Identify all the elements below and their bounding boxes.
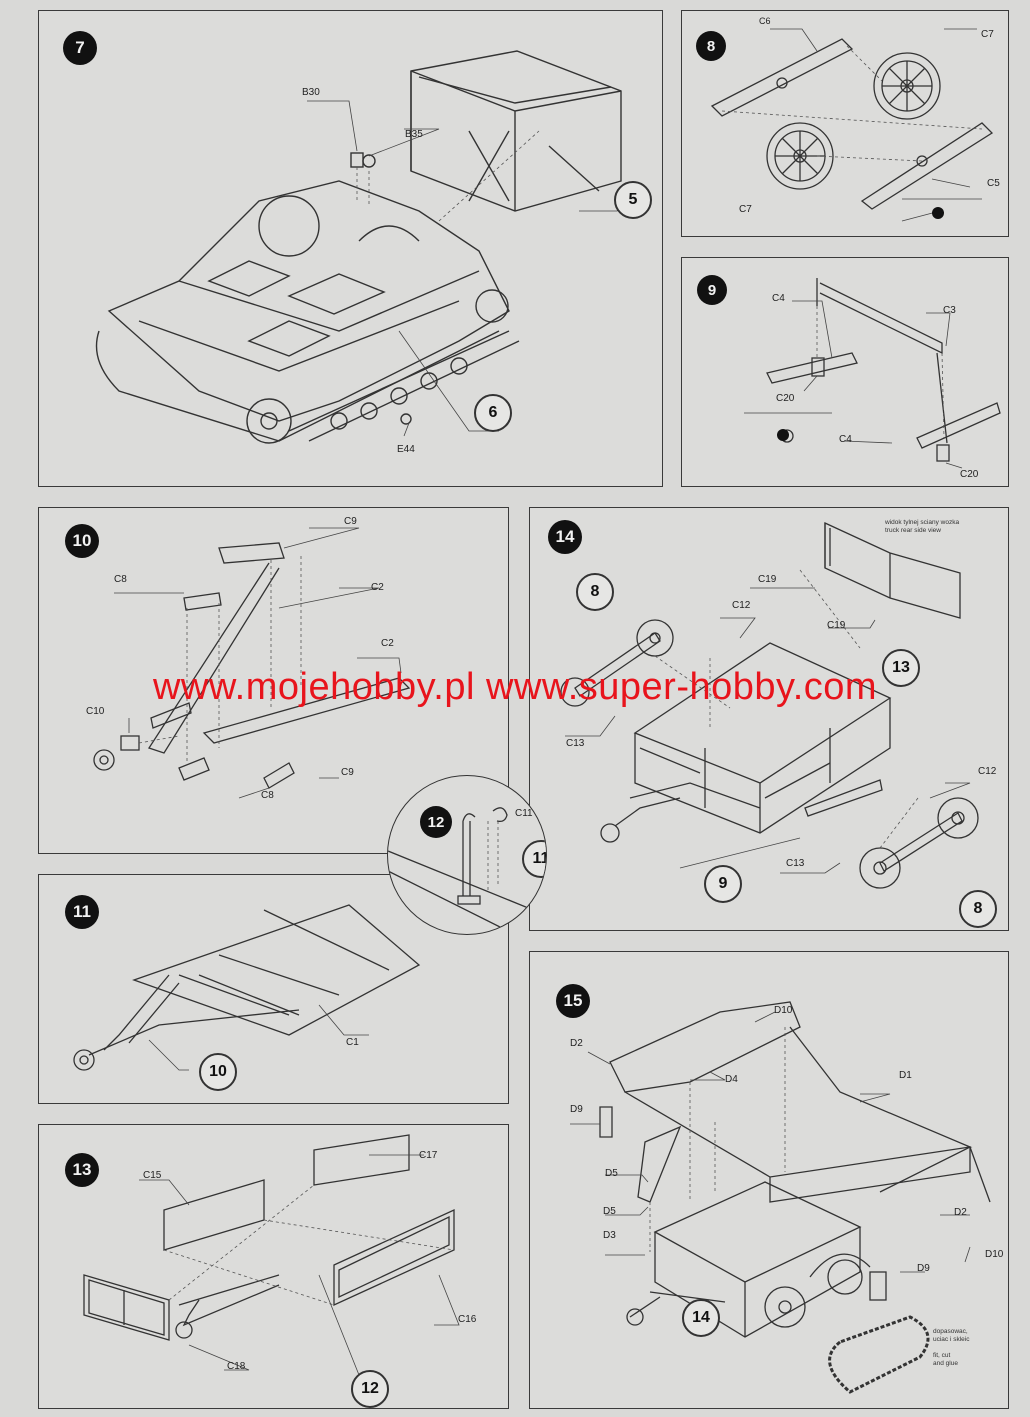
part-label-d5-top: D5: [605, 1168, 618, 1179]
step-15-panel: 15 D10 D2 D4 D1 D9 D5 D5 D3 D2 D10 D9 14…: [529, 951, 1009, 1409]
step-9-drawing: [744, 278, 1001, 469]
step-9-badge: 9: [697, 275, 727, 305]
ref-step-11: 11: [522, 840, 546, 878]
step-10-badge: 10: [65, 524, 99, 558]
part-label-c12-bottom: C12: [978, 766, 997, 777]
part-label-d1: D1: [899, 1070, 912, 1081]
part-label-d2-bottom: D2: [954, 1207, 967, 1218]
part-label-c6: C6: [759, 16, 771, 26]
part-label-c8-bottom: C8: [261, 790, 274, 801]
step-15-badge: 15: [556, 984, 590, 1018]
step-8-panel: 8 C6 C7 C5 C7: [681, 10, 1009, 237]
part-label-c13-top: C13: [566, 738, 585, 749]
part-label-d9-top: D9: [570, 1104, 583, 1115]
part-label-c11: C11: [515, 808, 533, 819]
part-label-d10-bottom: D10: [985, 1249, 1004, 1260]
part-label-c5: C5: [987, 178, 1000, 189]
part-label-d3: D3: [603, 1230, 616, 1241]
ref-step-14: 14: [682, 1299, 720, 1337]
step-12-badge: 12: [420, 806, 452, 838]
ref-step-9: 9: [704, 865, 742, 903]
glue-symbol: [777, 429, 789, 441]
part-label-c2-top: C2: [371, 582, 384, 593]
ref-step-10: 10: [199, 1053, 237, 1091]
step-10-drawing: [93, 527, 411, 799]
step-14-badge: 14: [548, 520, 582, 554]
ref-step-13: 13: [882, 649, 920, 687]
part-label-c17: C17: [419, 1150, 438, 1161]
part-label-c9-top: C9: [344, 516, 357, 527]
part-label-c1: C1: [346, 1037, 359, 1048]
part-label-d9-bottom: D9: [917, 1263, 930, 1274]
part-label-c15: C15: [143, 1170, 162, 1181]
part-label-c10: C10: [86, 706, 105, 717]
step-13-badge: 13: [65, 1153, 99, 1187]
part-label-d5-bottom: D5: [603, 1206, 616, 1217]
part-label-d10-top: D10: [774, 1005, 793, 1016]
step-13-panel: 13 C15 C17 C16 C18 12: [38, 1124, 509, 1409]
step-13-drawing: [83, 1134, 460, 1376]
part-label-c18: C18: [227, 1361, 246, 1372]
ref-step-5: 5: [614, 181, 652, 219]
part-label-d2-top: D2: [570, 1038, 583, 1049]
ref-step-12: 12: [351, 1370, 389, 1408]
part-label-c8-top: C8: [114, 574, 127, 585]
part-label-c12-top: C12: [732, 600, 751, 611]
step-8-badge: 8: [696, 31, 726, 61]
ref-step-8-bottom: 8: [959, 890, 997, 928]
part-label-b30: B30: [302, 87, 320, 98]
part-label-c19-top: C19: [758, 574, 777, 585]
part-label-c20-top: C20: [776, 393, 795, 404]
part-label-c13-bottom: C13: [786, 858, 805, 869]
part-label-c4-top: C4: [772, 293, 785, 304]
step-9-panel: 9 C4 C3 C20 C4 C20: [681, 257, 1009, 487]
step-14-note: widok tylnej sciany wozka truck rear sid…: [885, 519, 960, 534]
part-label-c7-bottom: C7: [739, 204, 752, 215]
part-label-b35: B35: [405, 129, 423, 140]
part-label-c20-bottom: C20: [960, 469, 979, 480]
part-label-c4-bottom: C4: [839, 434, 852, 445]
part-label-c9-bottom: C9: [341, 767, 354, 778]
step-12-inset: 12 C11 11: [387, 775, 547, 935]
step-7-drawing: [95, 50, 640, 444]
ref-step-6: 6: [474, 394, 512, 432]
part-label-c19-bottom: C19: [827, 620, 846, 631]
step-15-note: dopasowac, uciac i skleic fit, cut and g…: [933, 1328, 970, 1367]
watermark-text: www.mojehobby.pl www.super-hobby.com: [152, 666, 878, 708]
part-label-c2-mid: C2: [381, 638, 394, 649]
step-8-drawing: [710, 28, 994, 222]
step-11-badge: 11: [65, 895, 99, 929]
part-label-c16: C16: [458, 1314, 477, 1325]
part-label-e44: E44: [397, 444, 415, 455]
part-label-c7-top: C7: [981, 29, 994, 40]
part-label-d4: D4: [725, 1074, 738, 1085]
ref-step-8-top: 8: [576, 573, 614, 611]
step-12-drawing: [388, 807, 546, 934]
glue-symbol: [932, 207, 944, 219]
step-11-drawing: [73, 904, 421, 1071]
step-14-drawing: [560, 521, 979, 889]
step-7-panel: 7 B30 B35 E44 5 6: [38, 10, 663, 487]
step-14-panel: 14 widok tylnej sciany wozka truck rear …: [529, 507, 1009, 931]
step-7-badge: 7: [63, 31, 97, 65]
step-15-drawing: [570, 1001, 991, 1394]
part-label-c3: C3: [943, 305, 956, 316]
